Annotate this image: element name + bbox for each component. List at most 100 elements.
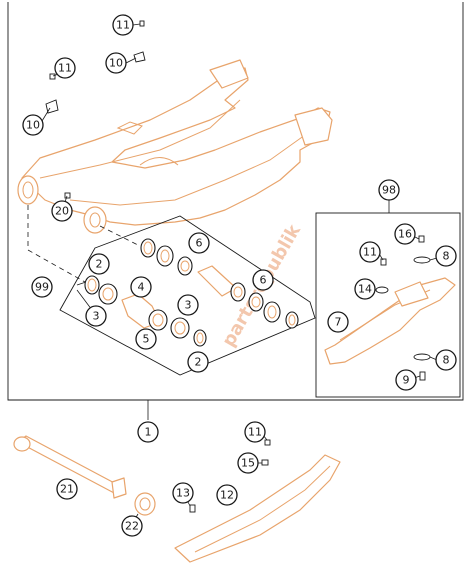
callout-9: 9 <box>395 369 417 391</box>
lower-parts <box>13 400 341 563</box>
callout-15: 15 <box>237 452 259 474</box>
swingarm-pivot-left <box>17 175 39 205</box>
washer-14 <box>375 286 389 294</box>
callout-label: 5 <box>143 333 150 346</box>
swingarm-curve-detail <box>139 157 179 166</box>
callout-2: 2 <box>88 253 110 275</box>
callout-label: 16 <box>398 228 412 241</box>
callout-label: 1 <box>145 426 152 439</box>
callout-label: 99 <box>35 281 49 294</box>
nut-top <box>139 20 145 27</box>
seal-ring-end-inner <box>288 314 296 326</box>
ring-6a-inner <box>180 260 190 272</box>
callout-label: 10 <box>26 119 40 132</box>
leader-99-b <box>76 289 93 311</box>
callout-label: 7 <box>335 316 342 329</box>
bearing-3a-inner <box>102 287 114 301</box>
chain-slider-12 <box>174 454 341 563</box>
callout-11: 11 <box>244 421 266 443</box>
callout-11: 11 <box>54 57 76 79</box>
callout-label: 8 <box>443 250 450 263</box>
screw-9 <box>419 371 426 381</box>
chain-slider-12-detail <box>194 465 331 553</box>
bearing-3c-inner <box>174 321 186 335</box>
swingarm-upper-bracket <box>209 59 249 89</box>
seal-ring-upper-inner <box>143 241 153 255</box>
callout-10: 10 <box>22 114 44 136</box>
callout-4: 4 <box>130 276 152 298</box>
leader-10a <box>125 57 137 64</box>
nut-11d <box>264 439 271 446</box>
ring-6b-inner <box>251 296 261 308</box>
callout-label: 3 <box>93 310 100 323</box>
callout-3: 3 <box>177 294 199 316</box>
callout-11: 11 <box>359 241 381 263</box>
frame-border <box>7 2 464 401</box>
callout-label: 3 <box>185 299 192 312</box>
nut-left <box>49 73 56 80</box>
dash-pivot-right <box>99 225 141 247</box>
callout-11: 11 <box>112 14 134 36</box>
swingarm-detail-line-2 <box>69 134 306 206</box>
callout-8: 8 <box>435 349 457 371</box>
callout-label: 8 <box>443 354 450 367</box>
callout-label: 98 <box>382 184 396 197</box>
callout-3: 3 <box>85 305 107 327</box>
callout-label: 21 <box>60 483 74 496</box>
swingarm-detail-line-1 <box>39 99 241 179</box>
leader-10b <box>41 107 51 122</box>
callout-20: 20 <box>51 200 73 222</box>
callout-22: 22 <box>121 515 143 537</box>
callout-1: 1 <box>137 421 159 443</box>
callout-10: 10 <box>105 52 127 74</box>
callout-13: 13 <box>172 482 194 504</box>
kit-98-group <box>315 199 461 398</box>
bearing-kit-group <box>27 205 316 376</box>
callout-6: 6 <box>252 269 274 291</box>
dash-pivot-left-2 <box>27 249 86 283</box>
swingarm-pivot-right <box>83 206 107 234</box>
swingarm-pivot-left-inner <box>22 181 34 199</box>
callout-99: 99 <box>31 276 53 298</box>
callout-label: 6 <box>196 237 203 250</box>
callout-label: 15 <box>241 457 255 470</box>
swingarm-axle-end <box>294 107 333 146</box>
callout-label: 10 <box>109 57 123 70</box>
kit-98-frame <box>315 212 461 398</box>
callout-label: 14 <box>358 283 372 296</box>
nut-11c <box>380 258 387 266</box>
callout-label: 2 <box>96 258 103 271</box>
callout-label: 12 <box>220 489 234 502</box>
callout-label: 11 <box>116 19 130 32</box>
callout-label: 20 <box>55 205 69 218</box>
callout-98: 98 <box>378 179 400 201</box>
bearing-upper-b-inner <box>233 286 243 298</box>
callout-label: 22 <box>125 520 139 533</box>
screw-16 <box>418 235 425 243</box>
screw-20 <box>64 192 71 199</box>
callout-label: 11 <box>248 426 262 439</box>
bearing-upper-a-inner <box>160 249 170 263</box>
washer-8b <box>413 353 431 361</box>
screw-13 <box>189 504 196 513</box>
diagram-frame <box>7 2 464 401</box>
callout-14: 14 <box>354 278 376 300</box>
callout-12: 12 <box>216 484 238 506</box>
spacer-22 <box>134 492 156 516</box>
callout-6: 6 <box>188 232 210 254</box>
spacer-22-inner <box>139 497 151 511</box>
washer-15 <box>261 459 269 466</box>
callout-2: 2 <box>187 351 209 373</box>
callout-label: 2 <box>195 356 202 369</box>
sleeve-upper <box>197 265 237 297</box>
callout-label: 13 <box>176 487 190 500</box>
callout-7: 7 <box>327 311 349 333</box>
callout-label: 11 <box>58 62 72 75</box>
callout-8: 8 <box>435 245 457 267</box>
seal-ring-2a-inner <box>87 278 97 292</box>
clip-top <box>133 51 146 63</box>
axle-21-tip <box>111 477 127 499</box>
callout-label: 4 <box>138 281 145 294</box>
